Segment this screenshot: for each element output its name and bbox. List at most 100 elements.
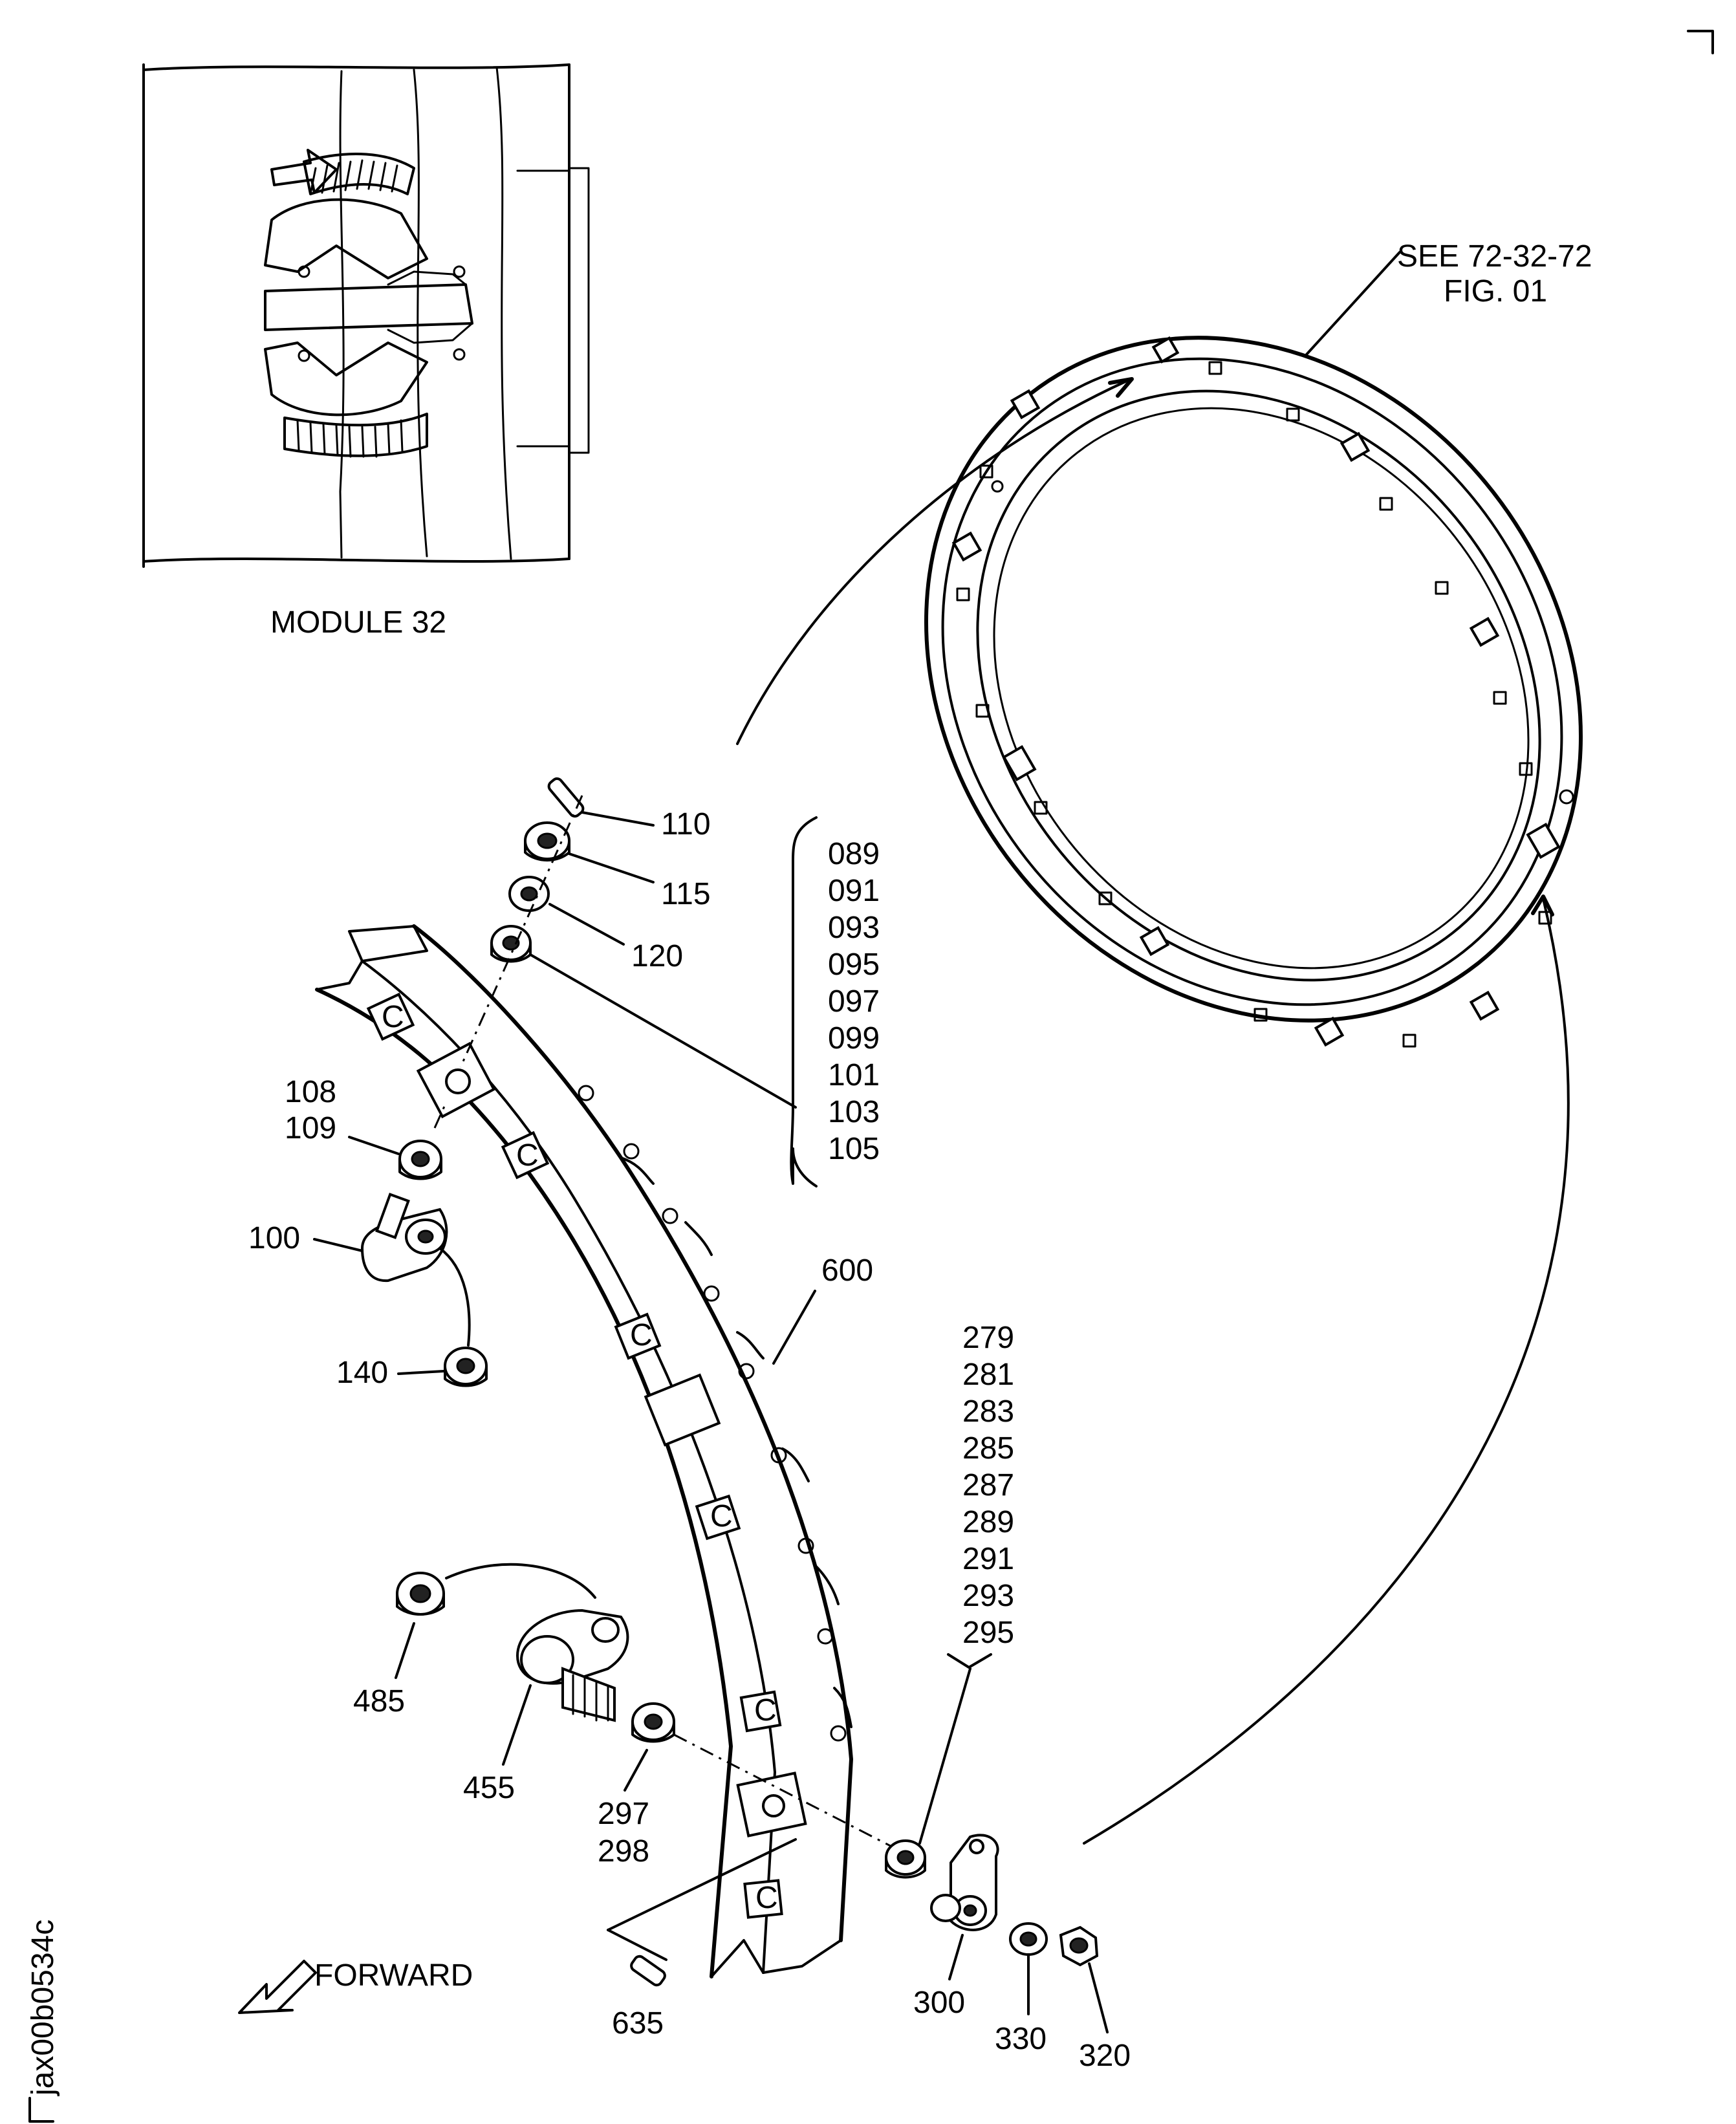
- callout-297: 297: [598, 1797, 649, 1831]
- svg-text:C: C: [710, 1499, 733, 1533]
- svg-text:C: C: [755, 1881, 778, 1915]
- locator-arrow-upper-icon: [1108, 377, 1134, 398]
- leader-120: [548, 903, 625, 946]
- leader-110: [581, 811, 655, 827]
- locator-arrow-lower-icon: [1531, 894, 1554, 916]
- see-reference-leader: [1305, 251, 1401, 356]
- assembly-centerline-mid: [433, 1101, 448, 1129]
- bushing-part-089-105: [490, 925, 532, 963]
- callout-298: 298: [598, 1834, 649, 1869]
- stud-part-455: [515, 1609, 629, 1722]
- svg-text:C: C: [516, 1138, 539, 1173]
- leader-100: [313, 1238, 363, 1252]
- bolt-code: 089: [828, 837, 880, 871]
- locator-curve-upper: [736, 380, 1127, 745]
- clip-part-100: [360, 1193, 448, 1283]
- bolt-code: 295: [962, 1616, 1014, 1650]
- leader-485: [395, 1622, 415, 1679]
- nut-part-297-298: [631, 1702, 675, 1743]
- callout-300: 300: [913, 1986, 965, 2020]
- callout-600: 600: [821, 1253, 873, 1288]
- callout-120: 120: [631, 939, 683, 973]
- leader-635-diag: [607, 1838, 797, 1931]
- bracket-right-group: [947, 1653, 992, 1669]
- nut-part-320: [1059, 1925, 1099, 1967]
- bolt-code: 279: [962, 1321, 1014, 1355]
- leader-320: [1088, 1962, 1109, 2033]
- corner-mark-bottom-left: [28, 2097, 54, 2123]
- callout-109: 109: [285, 1111, 336, 1145]
- callout-115: 115: [661, 877, 711, 911]
- nut-part-140: [444, 1347, 488, 1387]
- bolt-code: 291: [962, 1542, 1014, 1576]
- bolt-code: 293: [962, 1579, 1014, 1613]
- bolt-group-right-list: 279 281 283 285 287 289 291 293 295: [962, 1321, 1014, 1650]
- bolt-code: 285: [962, 1431, 1014, 1466]
- bushing-part-279-295: [885, 1839, 926, 1879]
- see-reference-line1: SEE 72-32-72: [1397, 239, 1592, 274]
- callout-330: 330: [995, 2022, 1047, 2056]
- figure-code: jax00b0534c: [26, 1920, 60, 2097]
- callout-485: 485: [353, 1684, 405, 1718]
- segment-pad-markers: C C C C C C: [366, 992, 783, 1919]
- bolt-code: 287: [962, 1468, 1014, 1502]
- svg-text:C: C: [630, 1318, 653, 1352]
- washer-part-120: [508, 876, 550, 912]
- bolt-code: 105: [828, 1132, 880, 1166]
- bolt-code: 103: [828, 1095, 880, 1129]
- ring-slot-markers: [956, 361, 1552, 1048]
- bolt-group-left-list: 089 091 093 095 097 099 101 103 105: [828, 837, 880, 1166]
- bracket-left-group: [790, 816, 818, 1187]
- link-part-300: [930, 1834, 999, 1931]
- svg-text:C: C: [382, 1000, 404, 1034]
- bolt-code: 281: [962, 1358, 1014, 1392]
- callout-320: 320: [1079, 2039, 1131, 2073]
- leader-297-298: [624, 1749, 648, 1792]
- module-32-inset-drawing: [142, 63, 590, 568]
- bolt-code: 097: [828, 984, 880, 1019]
- callout-635: 635: [612, 2006, 664, 2041]
- nut-part-115: [524, 821, 570, 862]
- callout-108: 108: [285, 1075, 336, 1109]
- connector-485-455: [445, 1563, 596, 1599]
- ring-assembly-drawing: [924, 336, 1583, 1048]
- leader-300: [948, 1934, 964, 1980]
- bolt-code: 101: [828, 1058, 880, 1092]
- leader-089-group: [529, 953, 797, 1109]
- assembly-centerline-upper: [459, 795, 583, 1068]
- ring-brackets: [951, 336, 1561, 1047]
- leader-115: [568, 852, 655, 883]
- bolt-code: 093: [828, 911, 880, 945]
- leader-635-short: [607, 1929, 667, 1961]
- pin-part-635: [630, 1955, 666, 1987]
- leader-108-109: [348, 1136, 400, 1155]
- forward-label: FORWARD: [314, 1958, 473, 1993]
- curved-segment-part-600: C C C C C C: [315, 924, 853, 1978]
- connector-100-140: [439, 1247, 471, 1347]
- bolt-code: 091: [828, 874, 880, 908]
- locator-curve-lower: [1083, 898, 1570, 1845]
- callout-455: 455: [463, 1771, 515, 1805]
- bolt-code: 289: [962, 1505, 1014, 1539]
- forward-arrow-icon: [238, 1960, 317, 2014]
- bolt-code: 099: [828, 1021, 880, 1056]
- nut-part-108-109: [398, 1140, 442, 1180]
- inset-arrow-icon: [270, 149, 338, 194]
- leader-455: [502, 1684, 532, 1766]
- washer-part-330: [1009, 1922, 1048, 1956]
- callout-140: 140: [336, 1356, 388, 1390]
- callout-110: 110: [661, 807, 711, 841]
- see-reference-line2: FIG. 01: [1444, 274, 1547, 309]
- leader-600: [772, 1290, 816, 1365]
- svg-text:C: C: [754, 1693, 777, 1728]
- nut-part-485: [396, 1572, 445, 1616]
- bolt-code: 283: [962, 1394, 1014, 1429]
- leader-279-group: [918, 1667, 971, 1845]
- assembly-centerline-lower: [673, 1733, 906, 1855]
- pin-part-110: [547, 777, 585, 818]
- callout-100: 100: [248, 1221, 300, 1255]
- bolt-code: 095: [828, 948, 880, 982]
- corner-mark-top-right: [1687, 30, 1714, 54]
- lower-blade-row: [283, 413, 428, 458]
